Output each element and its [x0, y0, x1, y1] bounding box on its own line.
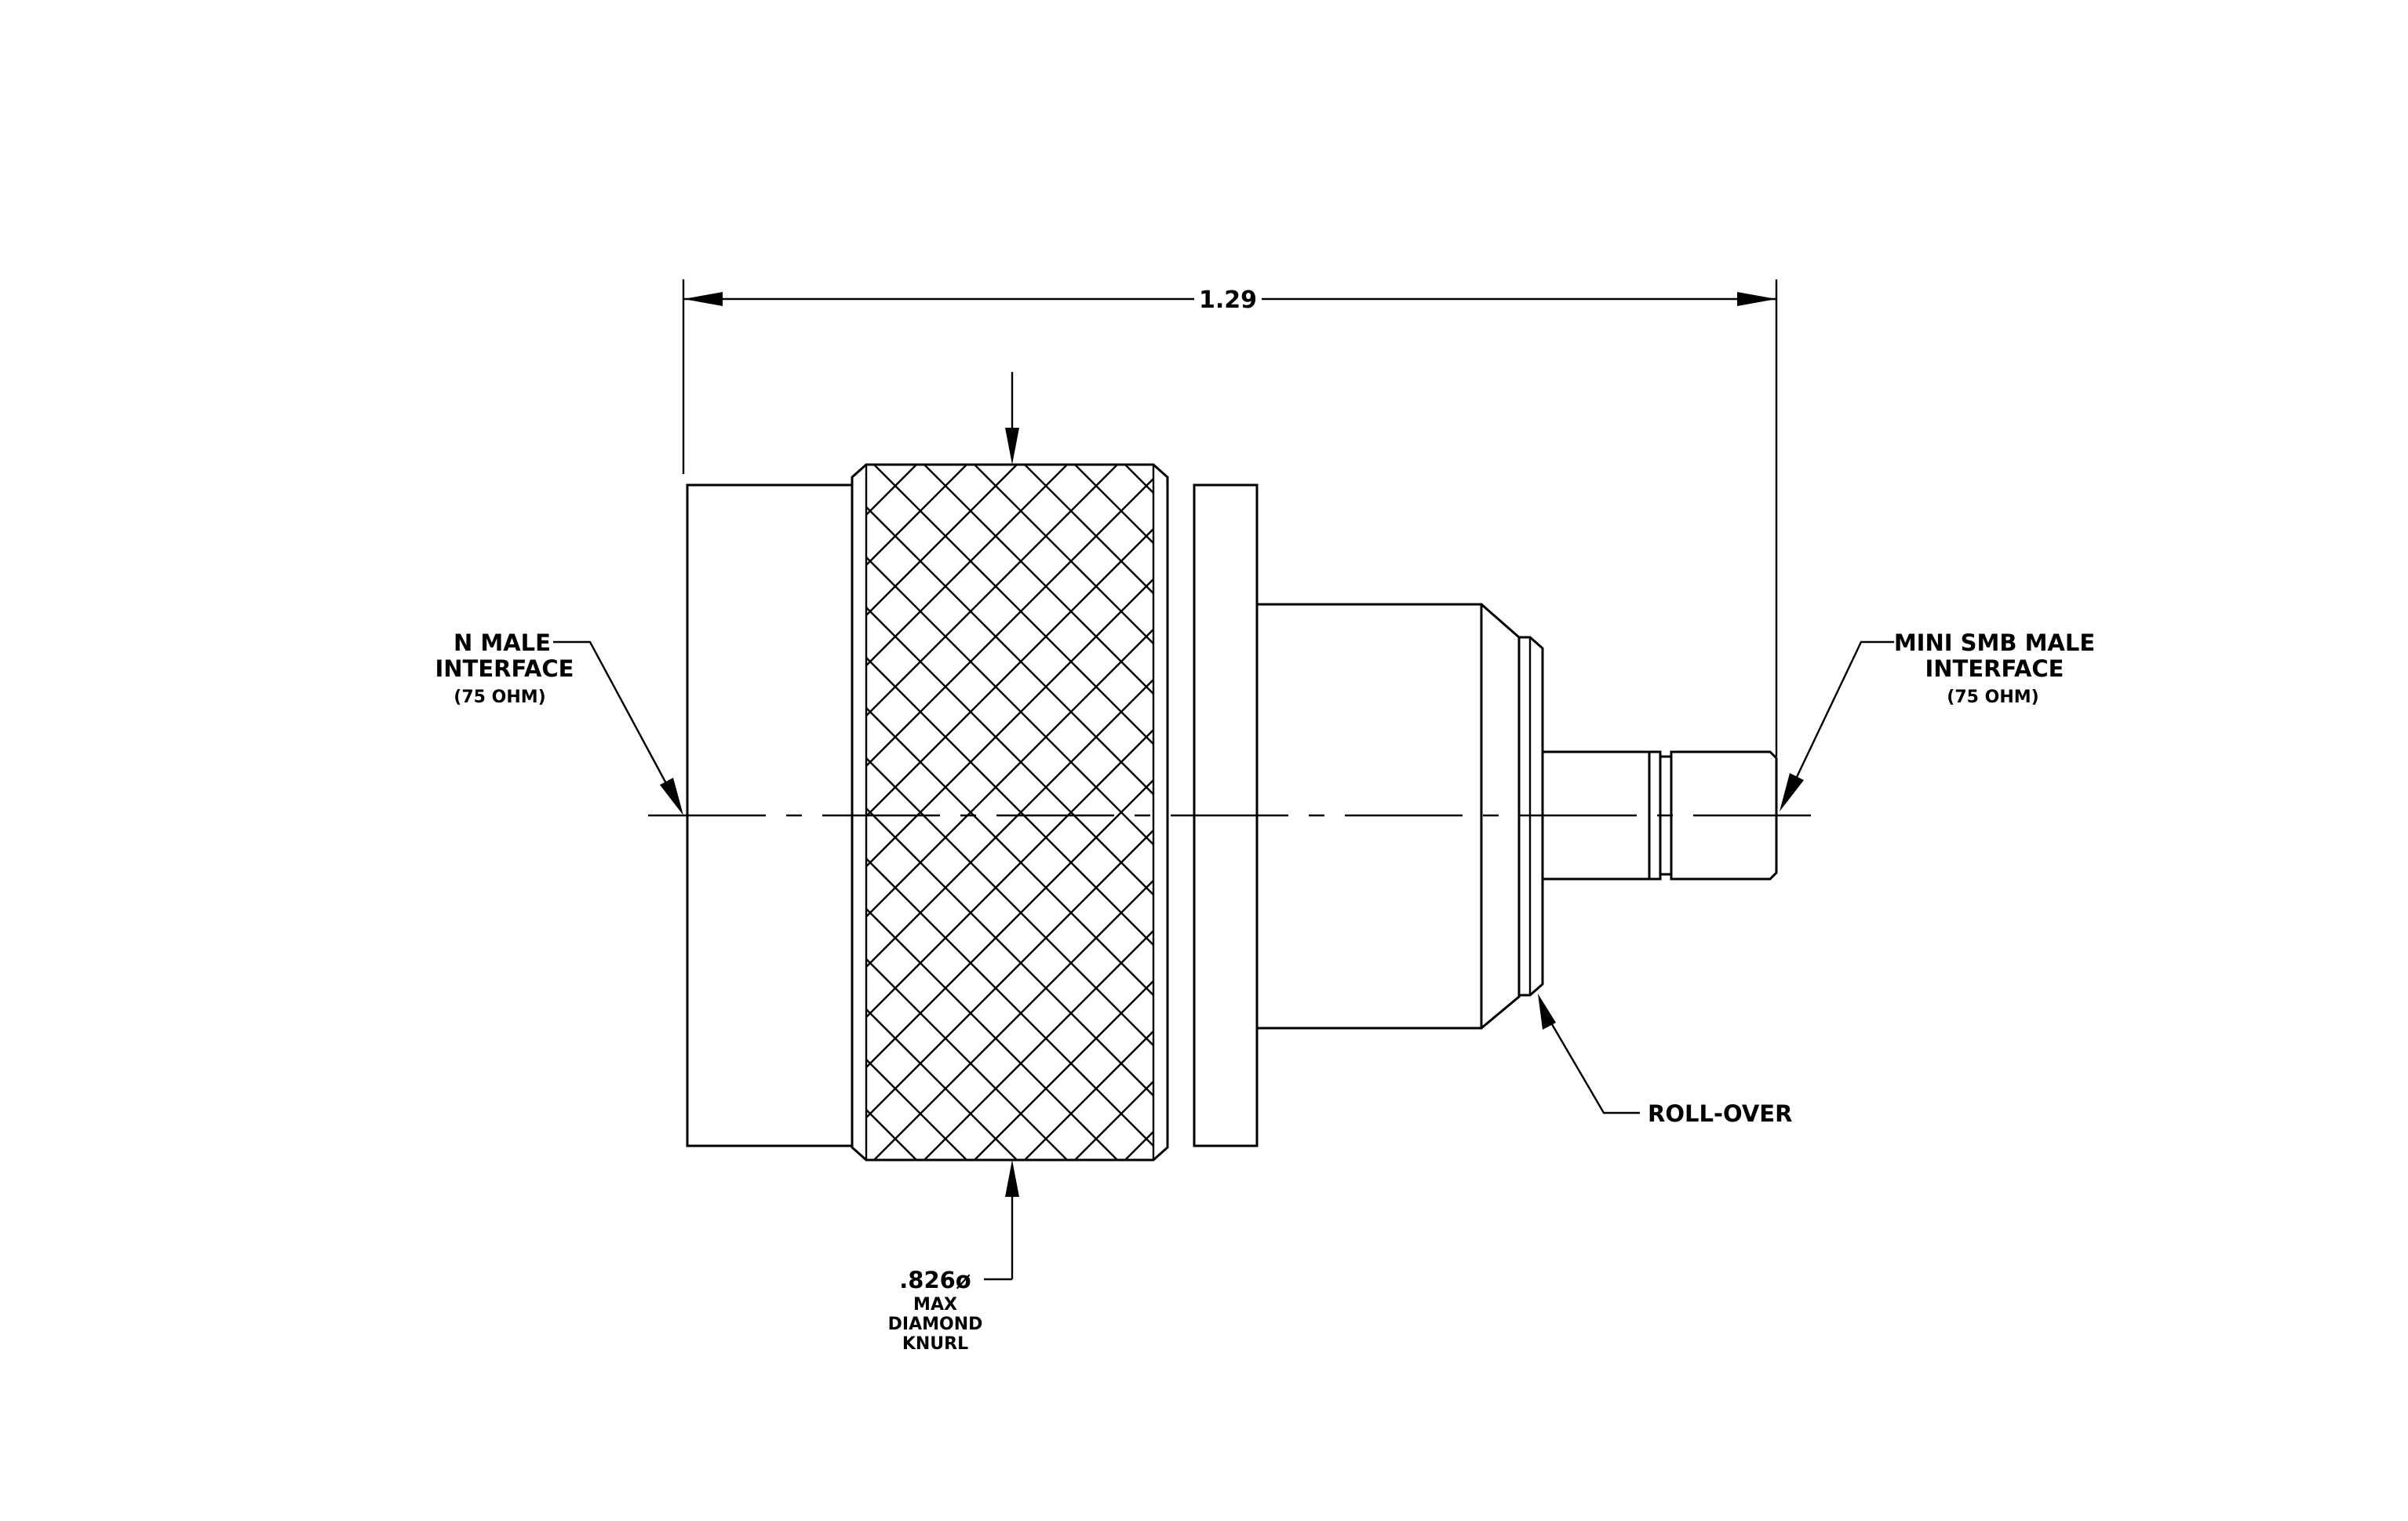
knurl-arrowhead-bottom — [1005, 1160, 1019, 1197]
knurl-arrowhead-top — [1005, 428, 1019, 465]
knurl-hatch-line — [1024, 465, 1153, 595]
arrowhead-right — [1737, 292, 1776, 306]
knurl-hatch-line — [866, 527, 1153, 818]
knurl-hatch-line — [866, 678, 1153, 968]
knurl-hatch-line — [866, 779, 1153, 1069]
knurl-hatch-line — [1074, 1080, 1153, 1160]
n-male-label-line1: N MALE — [454, 629, 551, 656]
knurl-hatch-line — [1577, 465, 2272, 1160]
smb-tip — [1670, 750, 1778, 881]
knurl-hatch-line — [1527, 465, 2222, 1160]
n-male-leader — [553, 640, 668, 786]
knurl-hatch-line — [1678, 465, 2373, 1160]
knurl-hatch-line — [1276, 465, 1971, 1160]
knurl-hatch-line — [974, 979, 1153, 1160]
knurl-hatch-line — [1175, 465, 1871, 1160]
knurl-hatch-line — [866, 477, 1153, 768]
rollover-leader — [1548, 1019, 1640, 1114]
knurl-hatch-line — [974, 465, 1153, 645]
rollover-callout: ROLL-OVER — [1538, 994, 1792, 1127]
knurl-hatch-line — [866, 1058, 967, 1160]
knurl-hatch-line — [1024, 1030, 1153, 1160]
knurl-hatch-line — [866, 465, 967, 567]
n-male-callout: N MALE INTERFACE (75 OHM) — [435, 629, 683, 815]
diamond-knurl-pattern — [866, 465, 2408, 1160]
knurl-hatch-line — [866, 1008, 1018, 1160]
knurl-hatch-line — [1326, 465, 2021, 1160]
knurl-hatch-line — [866, 628, 1153, 918]
knurl-hatch-line — [1527, 465, 2222, 1160]
knurl-hatch-line — [866, 728, 1153, 1019]
overall-length-dimension: 1.29 — [682, 279, 1778, 757]
mini-smb-label-line2: INTERFACE — [1925, 655, 2064, 682]
mini-smb-label-line3: (75 OHM) — [1947, 688, 2038, 707]
knurl-hatch-line — [866, 907, 1118, 1160]
barrel-taper — [1481, 603, 1521, 1030]
knurl-hatch-line — [1226, 465, 1921, 1160]
knurl-hatch-line — [923, 929, 1153, 1160]
mini-smb-label-line1: MINI SMB MALE — [1894, 629, 2095, 656]
knurl-hatch-line — [1728, 465, 2408, 1160]
knurl-hatch-line — [866, 465, 1118, 717]
knurl-hatch-line — [866, 465, 867, 466]
n-male-label-line3: (75 OHM) — [454, 688, 545, 707]
knurl-hatch-line — [1778, 465, 2408, 1160]
knurl-hatch-line — [1728, 465, 2408, 1160]
knurl-hatch-line — [1627, 465, 2322, 1160]
knurl-hatch-line — [1175, 465, 1871, 1160]
knurl-hatch-line — [866, 465, 1068, 667]
knurl-hatch-line — [866, 957, 1068, 1160]
n-male-body — [686, 463, 2408, 1162]
knurl-hatch-line — [866, 465, 917, 516]
knurl-hatch-line — [873, 879, 1153, 1160]
knurl-hatch-line — [1074, 465, 1153, 545]
knurl-hatch-line — [866, 465, 1018, 617]
knurl-hatch-line — [1828, 465, 2408, 1160]
knurl-hatch-line — [923, 465, 1153, 695]
arrowhead-left — [683, 292, 723, 306]
knurl-hatch-line — [1276, 465, 1971, 1160]
rollover-text: ROLL-OVER — [1648, 1100, 1792, 1127]
knurl-dimension: .826ø MAX DIAMOND KNURL — [888, 372, 1019, 1354]
mini-smb-leader — [1795, 640, 1894, 778]
knurl-hatch-line — [866, 1158, 867, 1160]
knurl-hatch-line — [1828, 465, 2408, 1160]
knurl-collar — [851, 463, 1169, 1162]
n-male-label-line2: INTERFACE — [435, 655, 574, 682]
knurl-hatch-line — [1124, 465, 1153, 494]
knurl-hatch-line — [1778, 465, 2408, 1160]
knurl-knurl-text: KNURL — [902, 1334, 968, 1354]
knurl-hatch-line — [1226, 465, 1921, 1160]
knurl-hatch-line — [1477, 465, 2172, 1160]
knurl-hatch-line — [1326, 465, 2021, 1160]
knurl-hatch-line — [866, 829, 1153, 1119]
knurl-hatch-line — [873, 465, 1153, 746]
knurl-hatch-line — [1678, 465, 2373, 1160]
knurl-hatch-line — [866, 578, 1153, 868]
knurl-hatch-line — [866, 505, 1153, 796]
rollover-arrowhead — [1538, 994, 1556, 1030]
knurl-hatch-line — [1627, 465, 2322, 1160]
knurl-hatch-line — [866, 857, 1153, 1147]
n-male-arrowhead — [660, 778, 683, 815]
mini-smb-callout: MINI SMB MALE INTERFACE (75 OHM) — [1780, 629, 2095, 812]
knurl-max-text: MAX — [913, 1295, 957, 1315]
knurl-hatch-line — [866, 1108, 917, 1160]
knurl-diamond-text: DIAMOND — [888, 1315, 983, 1334]
overall-length-text: 1.29 — [1199, 286, 1257, 314]
mini-smb-arrowhead — [1780, 773, 1804, 812]
knurl-hatch-line — [1577, 465, 2272, 1160]
knurl-diameter-text: .826ø — [899, 1267, 971, 1293]
knurl-hatch-line — [1124, 1130, 1153, 1160]
knurl-hatch-line — [1477, 465, 2172, 1160]
